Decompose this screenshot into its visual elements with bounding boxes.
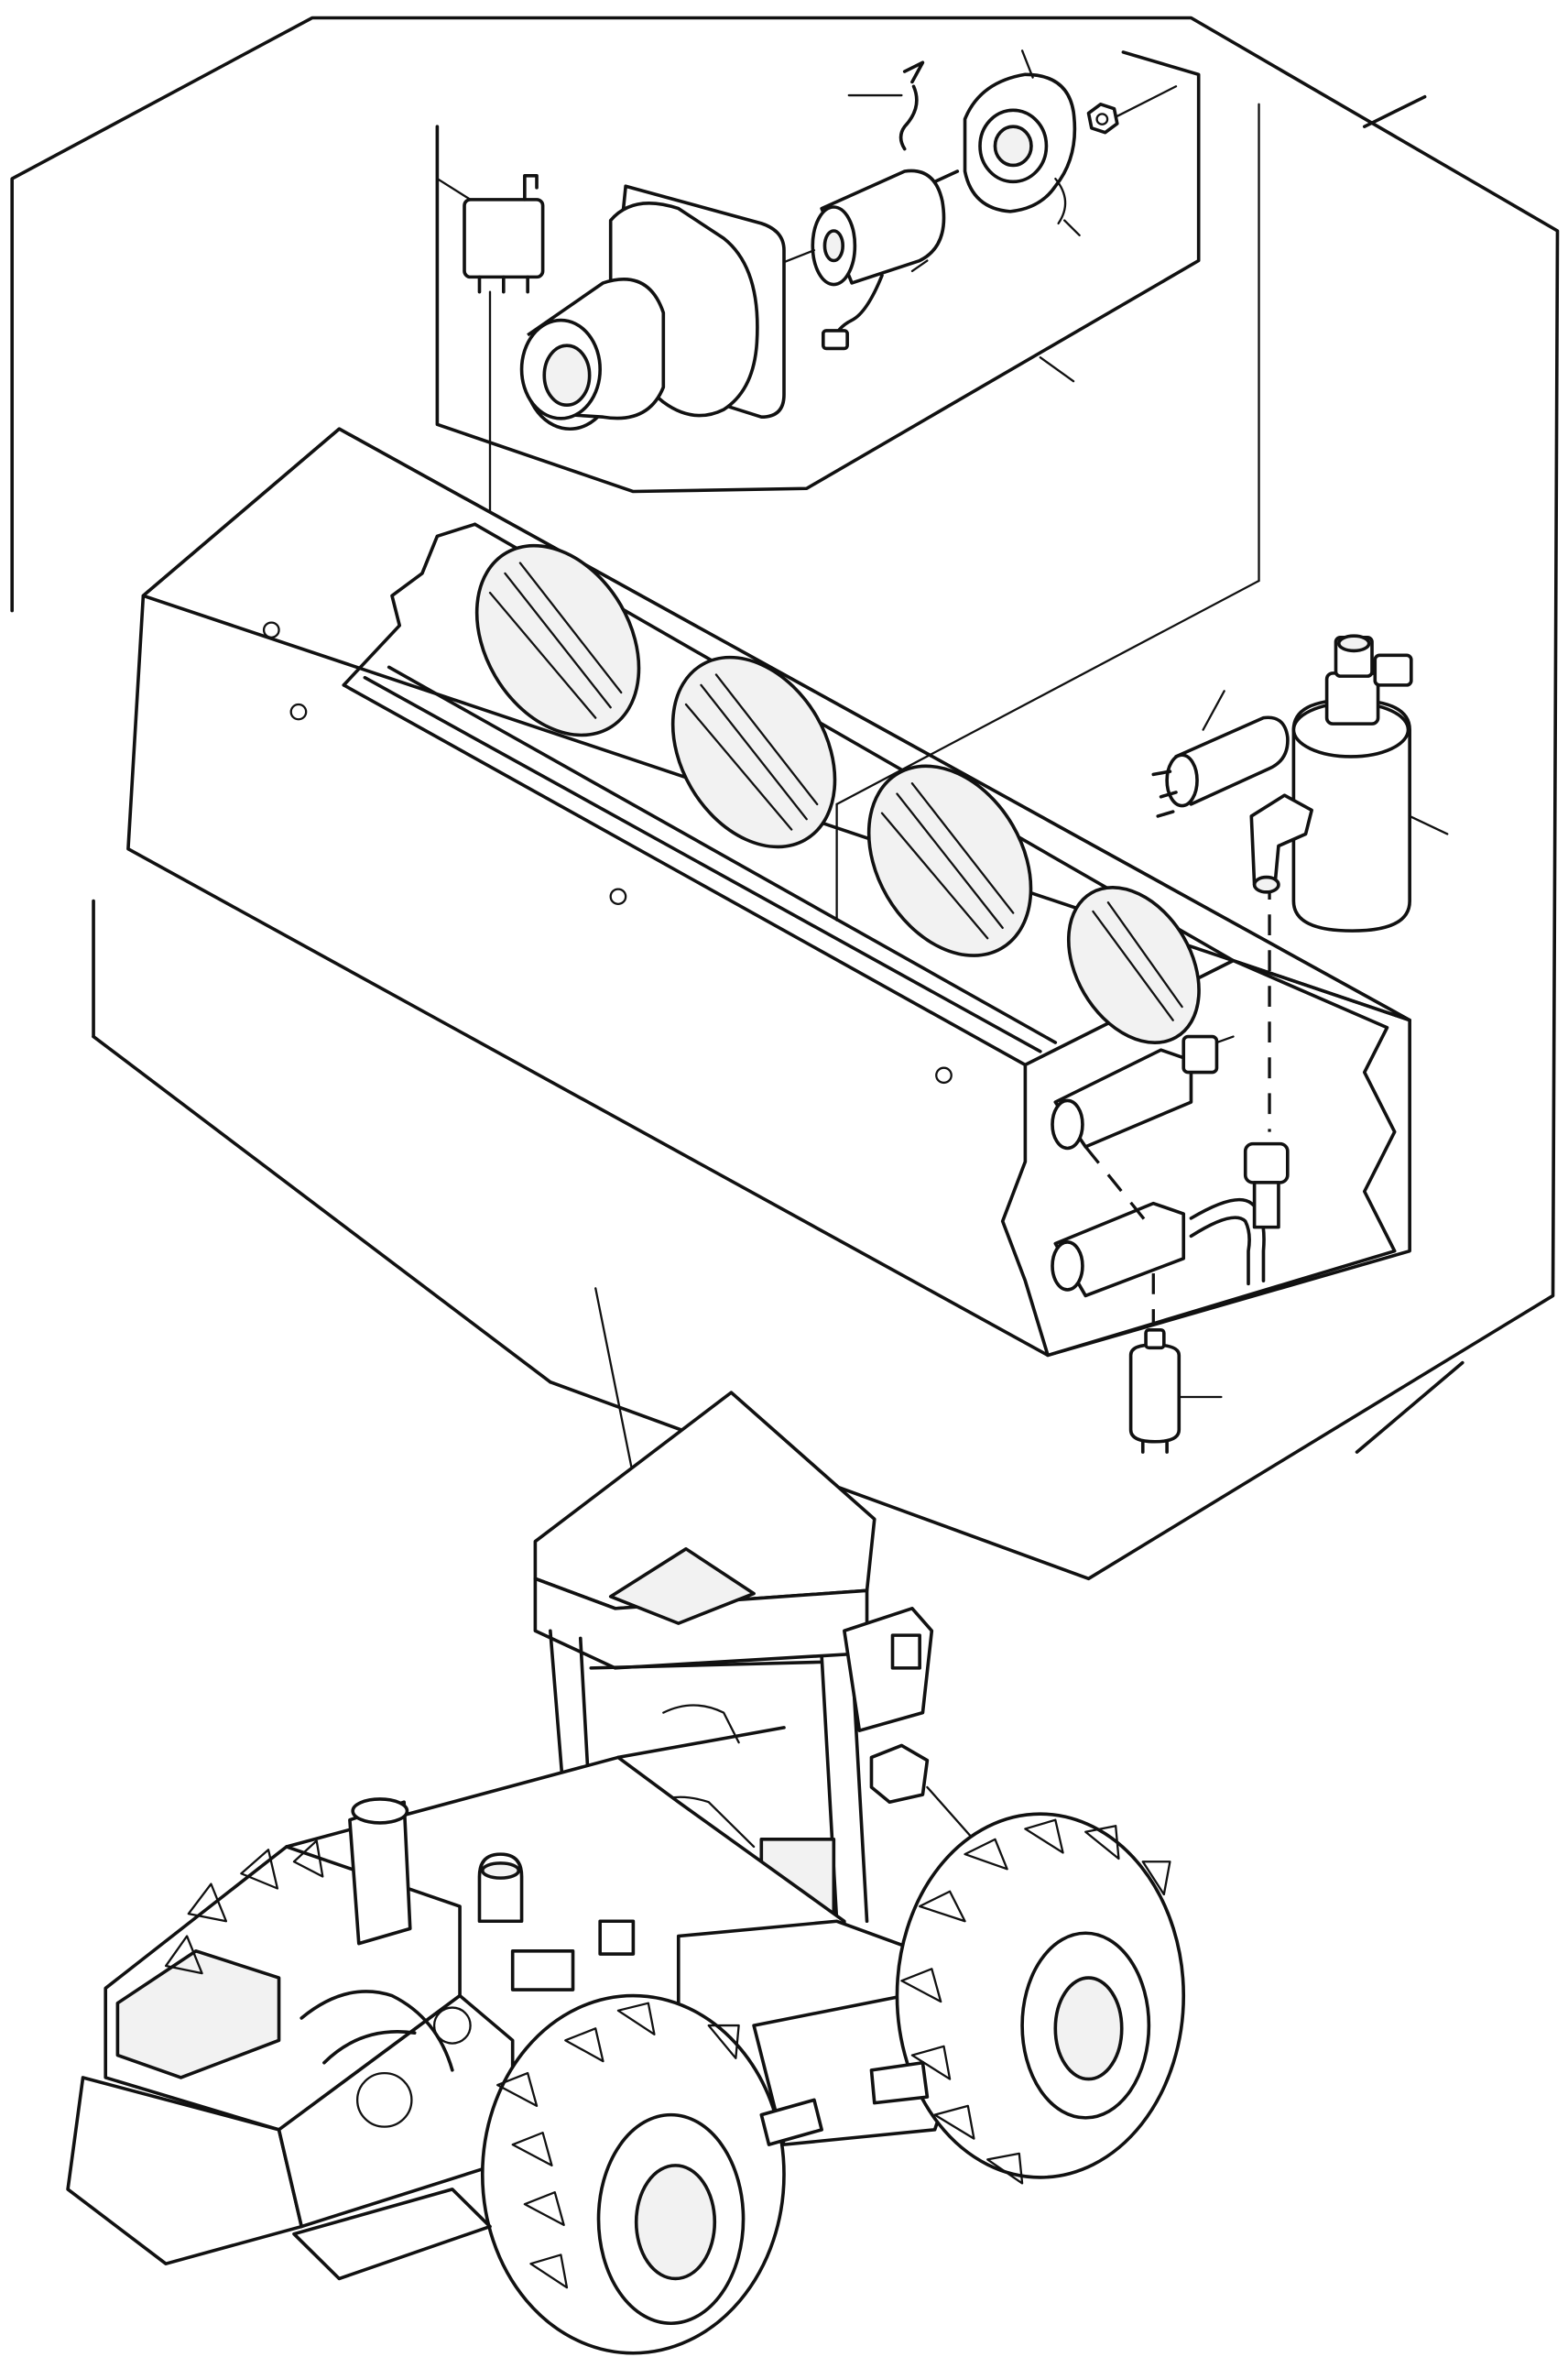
hose-fittings xyxy=(1051,1034,1235,1298)
mounting-clip xyxy=(847,60,925,151)
blower-motor xyxy=(782,169,960,351)
tube-icon xyxy=(1189,1197,1266,1282)
left-wheel-spikes xyxy=(164,1839,324,1975)
pressure-switch xyxy=(1151,690,1290,818)
blower-callout-frame xyxy=(435,50,1201,494)
nut-icon xyxy=(1086,103,1119,135)
front-wheel xyxy=(480,1993,786,2355)
roof-condenser-opening xyxy=(608,1547,756,1625)
relay xyxy=(436,174,545,560)
relay-box-icon xyxy=(463,198,545,279)
sensor-icon xyxy=(1128,1343,1181,1444)
blower-housing xyxy=(519,184,786,431)
grille-mesh xyxy=(488,562,1183,1021)
tube-assembly xyxy=(1189,878,1290,1286)
compactor-machine xyxy=(66,1391,1186,2355)
elbow-fitting xyxy=(1249,793,1313,894)
receiver-drier xyxy=(1291,634,1449,933)
receiver-drier-icon xyxy=(1291,698,1411,933)
clip-icon xyxy=(902,60,925,84)
retaining-nut xyxy=(1086,85,1178,135)
fan-wheel xyxy=(963,49,1081,237)
rear-wheel xyxy=(895,1812,1186,2185)
pressure-switch-icon xyxy=(1174,715,1290,806)
sensor xyxy=(1128,1273,1223,1454)
outer-callout-frame xyxy=(10,16,1560,1581)
